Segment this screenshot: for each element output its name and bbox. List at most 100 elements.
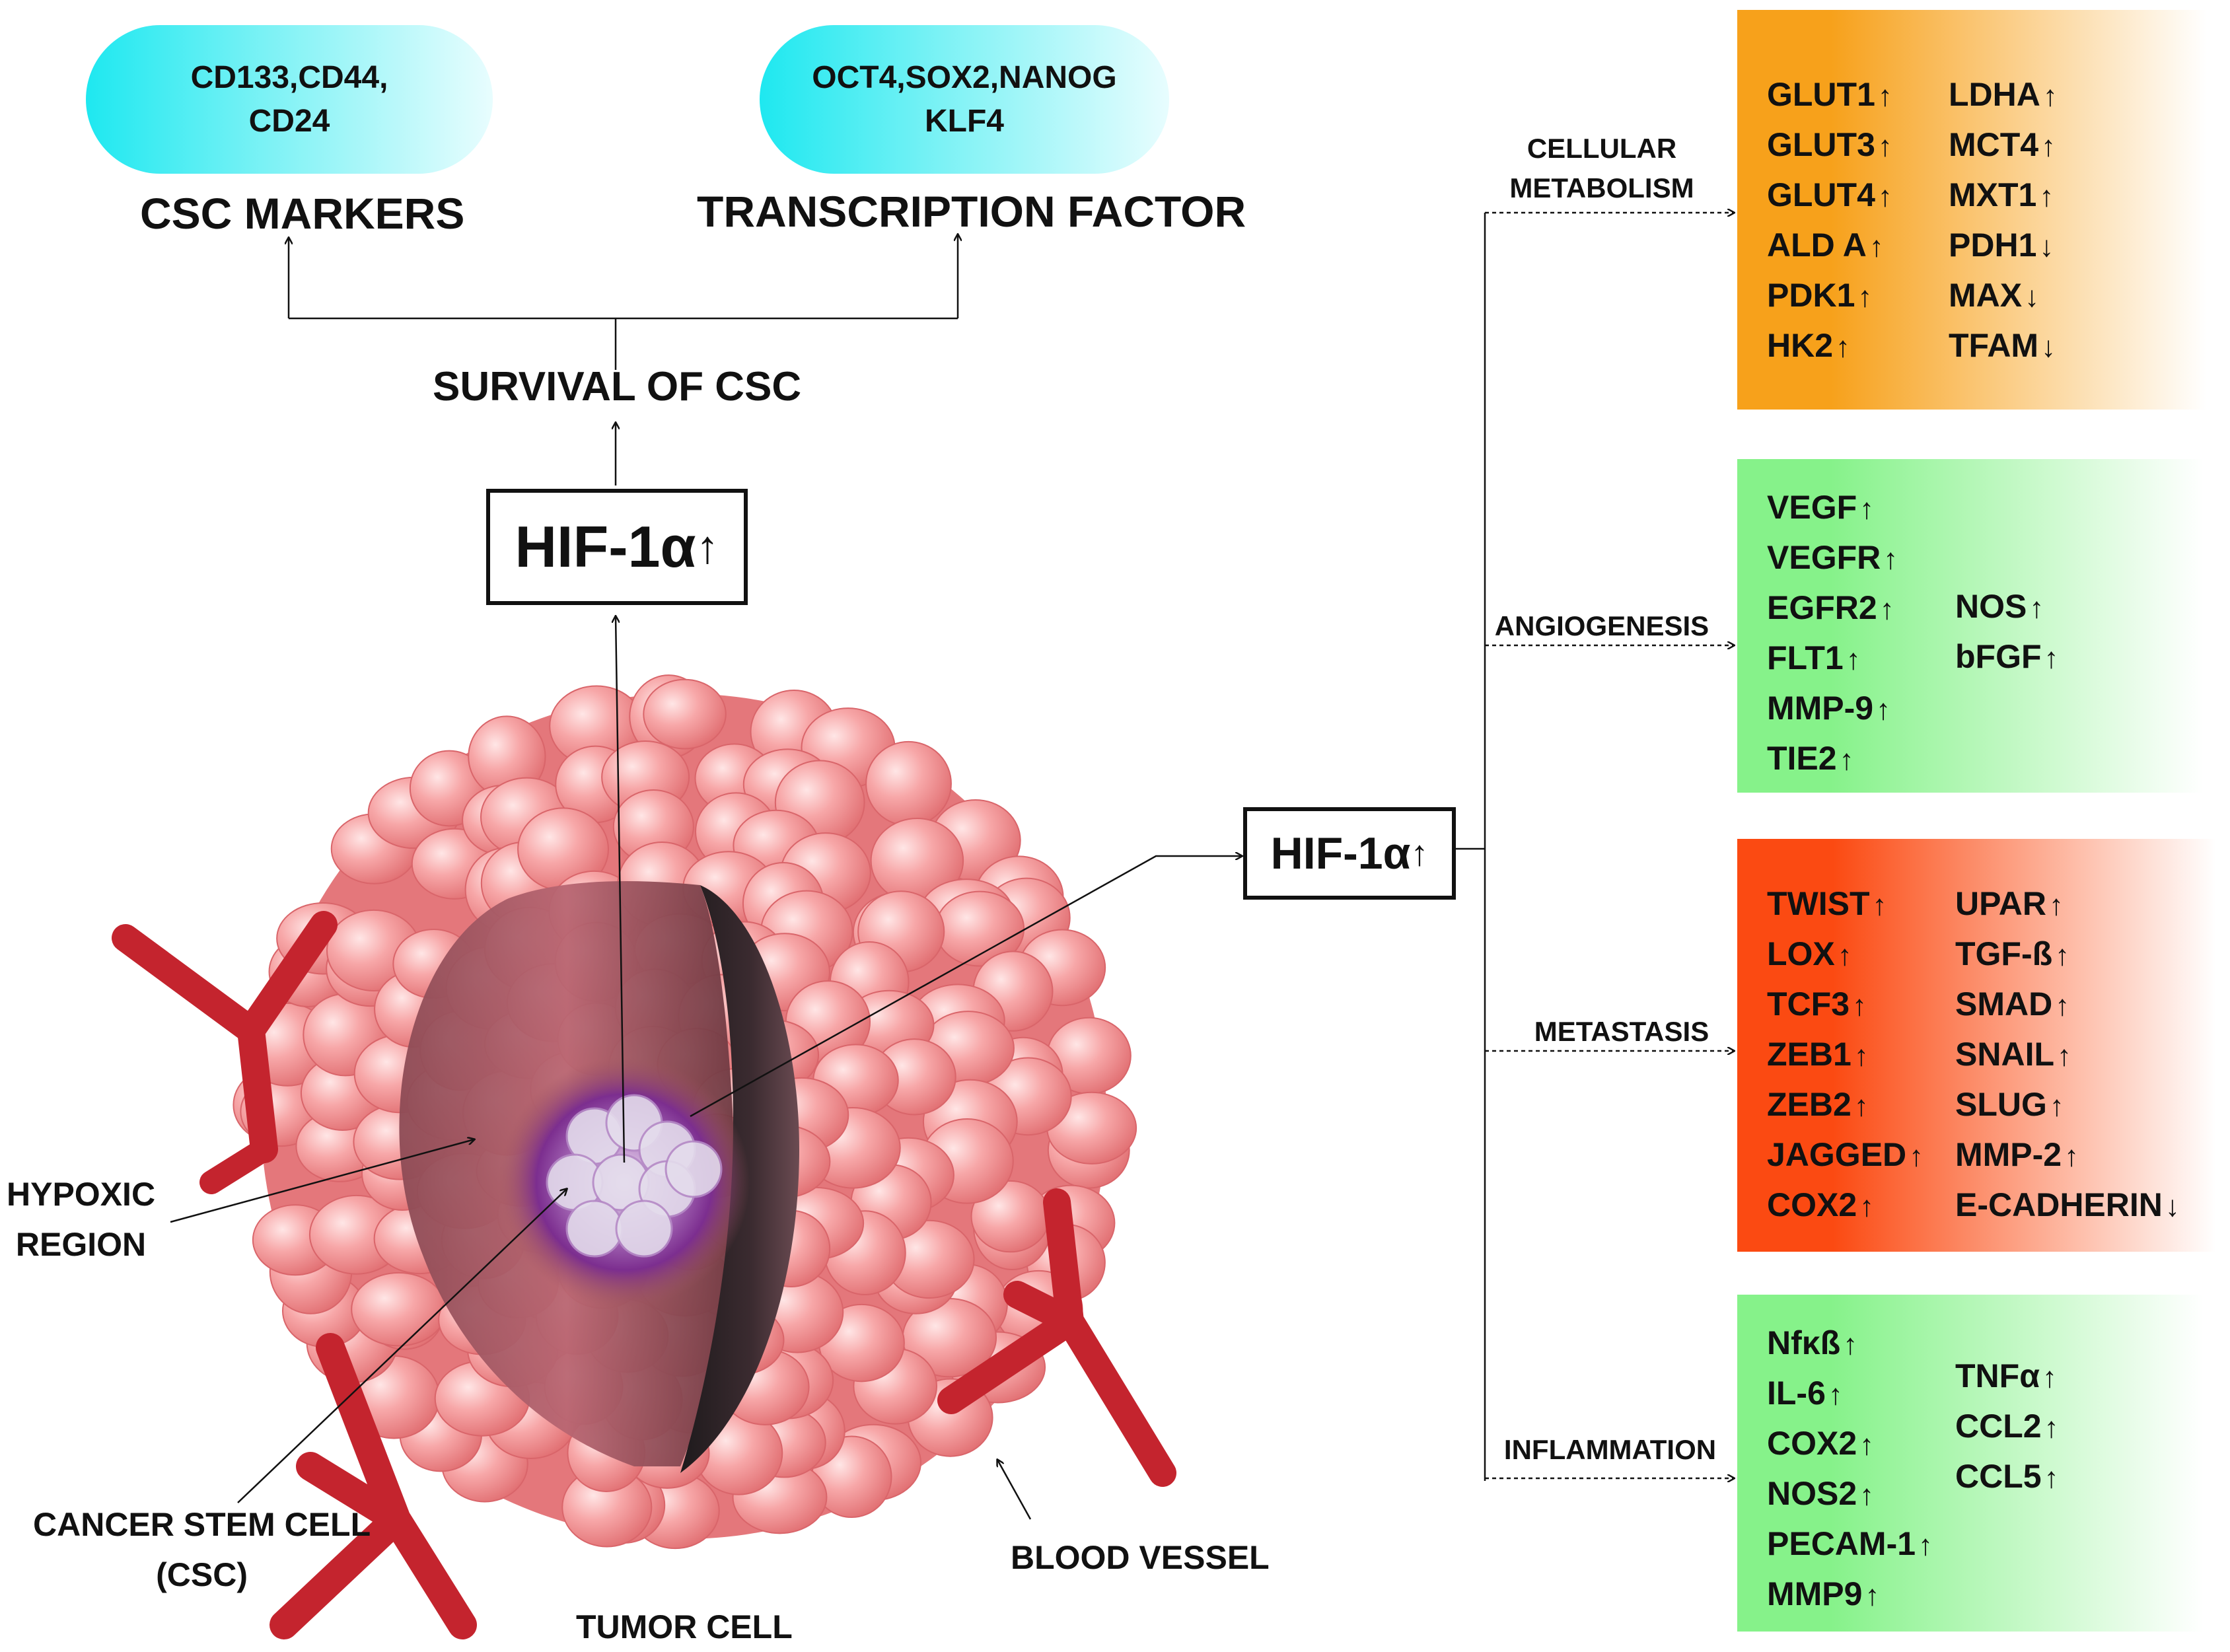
gene-name: MMP9 (1767, 1575, 1863, 1612)
up-arrow-icon: ↑ (1877, 180, 1892, 213)
gene-item: PDK1↑ (1767, 270, 1892, 320)
gene-name: NOS (1955, 588, 2027, 625)
gene-panel: Nfκß↑IL-6↑COX2↑NOS2↑PECAM-1↑MMP9↑TNFα↑CC… (1737, 1295, 2203, 1632)
gene-item: TFAM↓ (1949, 320, 2058, 371)
up-arrow-icon: ↑ (2048, 889, 2064, 921)
gene-item: MAX↓ (1949, 270, 2058, 320)
up-arrow-icon: ↑ (1837, 939, 1852, 972)
gene-name: E-CADHERIN (1955, 1186, 2163, 1223)
gene-column: TWIST↑LOX↑TCF3↑ZEB1↑ZEB2↑JAGGED↑COX2↑ (1767, 879, 1924, 1230)
up-arrow-icon: ↑ (1883, 543, 1898, 575)
gene-name: TWIST (1767, 885, 1870, 922)
gene-name: COX2 (1767, 1186, 1857, 1223)
gene-name: GLUT1 (1767, 76, 1875, 113)
up-arrow-icon: ↑ (1843, 1328, 1858, 1361)
gene-item: TCF3↑ (1767, 979, 1924, 1029)
gene-item: VEGFR↑ (1767, 532, 1898, 583)
gene-name: LOX (1767, 935, 1835, 972)
gene-name: SLUG (1955, 1086, 2047, 1123)
up-arrow-icon: ↑ (2044, 1462, 2059, 1494)
up-arrow-icon: ↑ (1872, 889, 1887, 921)
hif1a-box-right: HIF-1α↑ (1243, 807, 1456, 900)
up-arrow-icon: ↑ (1877, 130, 1892, 162)
gene-item: COX2↑ (1767, 1180, 1924, 1230)
gene-item: MCT4↑ (1949, 120, 2058, 170)
gene-item: EGFR2↑ (1767, 583, 1898, 633)
gene-item: bFGF↑ (1955, 631, 2059, 682)
gene-name: UPAR (1955, 885, 2046, 922)
up-arrow-icon: ↑ (1836, 331, 1851, 363)
gene-item: CCL2↑ (1955, 1401, 2059, 1451)
gene-item: GLUT3↑ (1767, 120, 1892, 170)
gene-name: CCL2 (1955, 1408, 2042, 1445)
csc-cells (546, 1094, 723, 1258)
up-arrow-icon: ↑ (1859, 1190, 1875, 1223)
gene-name: GLUT4 (1767, 176, 1875, 213)
gene-name: MCT4 (1949, 126, 2039, 163)
down-arrow-icon: ↓ (2039, 231, 2054, 263)
up-arrow-icon: ↑ (2044, 1412, 2059, 1444)
up-arrow-icon: ↑ (2042, 80, 2058, 112)
survival-of-csc-label: SURVIVAL OF CSC (433, 364, 802, 410)
category-label-inflammation: INFLAMMATION (1503, 1434, 1717, 1465)
gene-item: TNFα↑ (1955, 1351, 2059, 1401)
csc-line-2: (CSC) (156, 1556, 248, 1593)
gene-item: UPAR↑ (1955, 879, 2180, 929)
gene-name: TGF-ß (1955, 935, 2053, 972)
gene-name: MXT1 (1949, 176, 2037, 213)
transcription-factor-pill: OCT4,SOX2,NANOG KLF4 (760, 25, 1169, 174)
gene-item: FLT1↑ (1767, 633, 1898, 683)
up-arrow-icon: ↑ (1909, 1140, 1924, 1172)
gene-item: HK2↑ (1767, 320, 1892, 371)
gene-column: UPAR↑TGF-ß↑SMAD↑SNAIL↑SLUG↑MMP-2↑E-CADHE… (1955, 879, 2180, 1230)
up-arrow-icon: ↑ (2029, 592, 2044, 624)
gene-item: SNAIL↑ (1955, 1029, 2180, 1079)
gene-name: COX2 (1767, 1425, 1857, 1462)
gene-item: TWIST↑ (1767, 879, 1924, 929)
up-arrow-icon: ↑ (696, 521, 719, 573)
gene-item: GLUT4↑ (1767, 170, 1892, 220)
tumor-cell-bubble (351, 1272, 447, 1347)
csc-line-1: CANCER STEM CELL (33, 1506, 371, 1543)
gene-item: SLUG↑ (1955, 1079, 2180, 1130)
gene-name: EGFR2 (1767, 589, 1877, 626)
up-arrow-icon: ↑ (2055, 989, 2070, 1022)
csc-cell-bubble (565, 1200, 624, 1258)
gene-item: PDH1↓ (1949, 220, 2058, 270)
csc-markers-pill: CD133,CD44, CD24 (86, 25, 493, 174)
gene-name: ALD A (1767, 227, 1867, 264)
gene-name: LDHA (1949, 76, 2040, 113)
category-label-line: CELLULAR (1527, 133, 1677, 164)
gene-item: NOS↑ (1955, 581, 2059, 631)
gene-item: MXT1↑ (1949, 170, 2058, 220)
transcription-factor-line-1: OCT4,SOX2,NANOG (812, 59, 1117, 95)
gene-name: HK2 (1767, 327, 1834, 364)
tumor-cell-bubble (643, 678, 727, 750)
gene-name: TNFα (1955, 1357, 2040, 1394)
gene-name: bFGF (1955, 638, 2042, 675)
gene-item: E-CADHERIN↓ (1955, 1180, 2180, 1230)
gene-name: PECAM-1 (1767, 1525, 1916, 1562)
gene-name: JAGGED (1767, 1136, 1907, 1173)
gene-item: IL-6↑ (1767, 1368, 1933, 1418)
gene-column: VEGF↑VEGFR↑EGFR2↑FLT1↑MMP-9↑TIE2↑ (1767, 482, 1898, 783)
down-arrow-icon: ↓ (2025, 281, 2040, 313)
gene-item: ZEB1↑ (1767, 1029, 1924, 1079)
transcription-factor-heading: TRANSCRIPTION FACTOR (697, 187, 1246, 236)
gene-name: TFAM (1949, 327, 2039, 364)
hif1a-text: HIF-1α (1270, 828, 1411, 879)
gene-name: PDK1 (1767, 277, 1855, 314)
gene-name: SNAIL (1955, 1036, 2054, 1073)
down-arrow-icon: ↓ (2041, 331, 2056, 363)
down-arrow-icon: ↓ (2165, 1190, 2180, 1223)
gene-name: SMAD (1955, 986, 2053, 1023)
up-arrow-icon: ↑ (1865, 1579, 1880, 1612)
up-arrow-icon: ↑ (2055, 939, 2070, 972)
gene-item: ZEB2↑ (1767, 1079, 1924, 1130)
up-arrow-icon: ↑ (2049, 1090, 2064, 1122)
gene-item: COX2↑ (1767, 1418, 1933, 1468)
gene-column: NOS↑bFGF↑ (1955, 581, 2059, 682)
gene-name: ZEB1 (1767, 1036, 1852, 1073)
gene-item: ALD A↑ (1767, 220, 1892, 270)
